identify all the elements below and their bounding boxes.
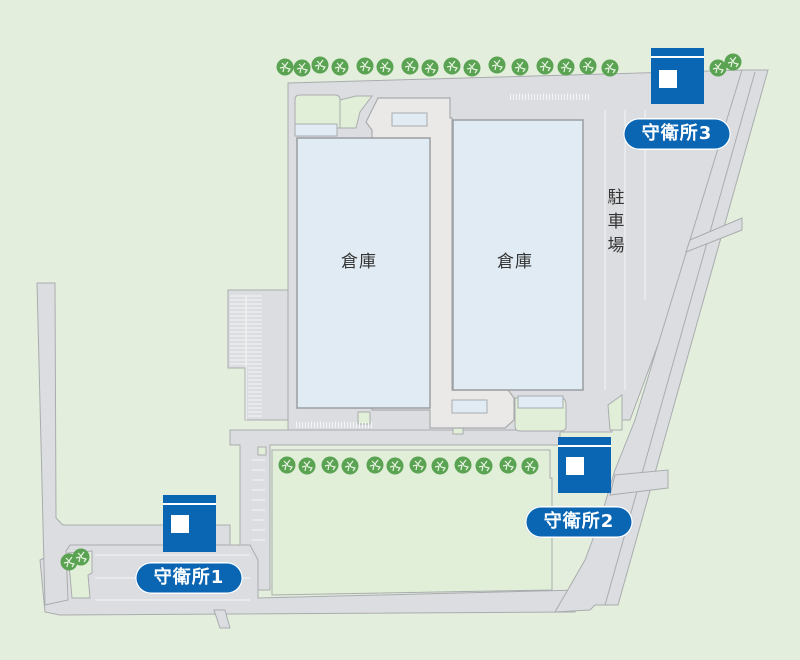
guardhouse-window (566, 457, 584, 475)
guardhouse-roof (163, 495, 216, 505)
road-spur-southeast (609, 469, 669, 496)
warehouse-1[interactable] (296, 137, 431, 409)
parking-label: 駐 車 場 (606, 186, 626, 258)
core-window-top (391, 112, 428, 127)
parking-label-char-1: 駐 (607, 188, 625, 208)
guardhouse-window (171, 515, 189, 533)
core-window-bottom (451, 399, 488, 414)
warehouse-1-label: 倉庫 (341, 252, 377, 272)
guardhouse-2-icon[interactable] (558, 437, 611, 493)
guardhouse-3-icon[interactable] (651, 48, 704, 104)
guardhouse-1-icon[interactable] (163, 495, 216, 552)
annex-nw (294, 123, 338, 137)
guardhouse-2-label[interactable]: 守衛所2 (525, 506, 633, 538)
warehouse-2[interactable] (452, 119, 584, 391)
annex-window (517, 395, 564, 409)
guardhouse-roof (558, 437, 611, 447)
guardhouse-window (659, 70, 677, 88)
green-areas (67, 94, 623, 599)
guardhouse-3-label[interactable]: 守衛所3 (623, 118, 731, 150)
road-spur-east (685, 217, 743, 253)
warehouse-2-label: 倉庫 (497, 252, 533, 272)
guardhouse-roof (651, 48, 704, 58)
parking-label-char-3: 場 (607, 236, 625, 256)
parking-label-char-2: 車 (607, 212, 625, 232)
guardhouse-1-label[interactable]: 守衛所1 (135, 562, 243, 594)
road-spur-south (213, 609, 231, 629)
